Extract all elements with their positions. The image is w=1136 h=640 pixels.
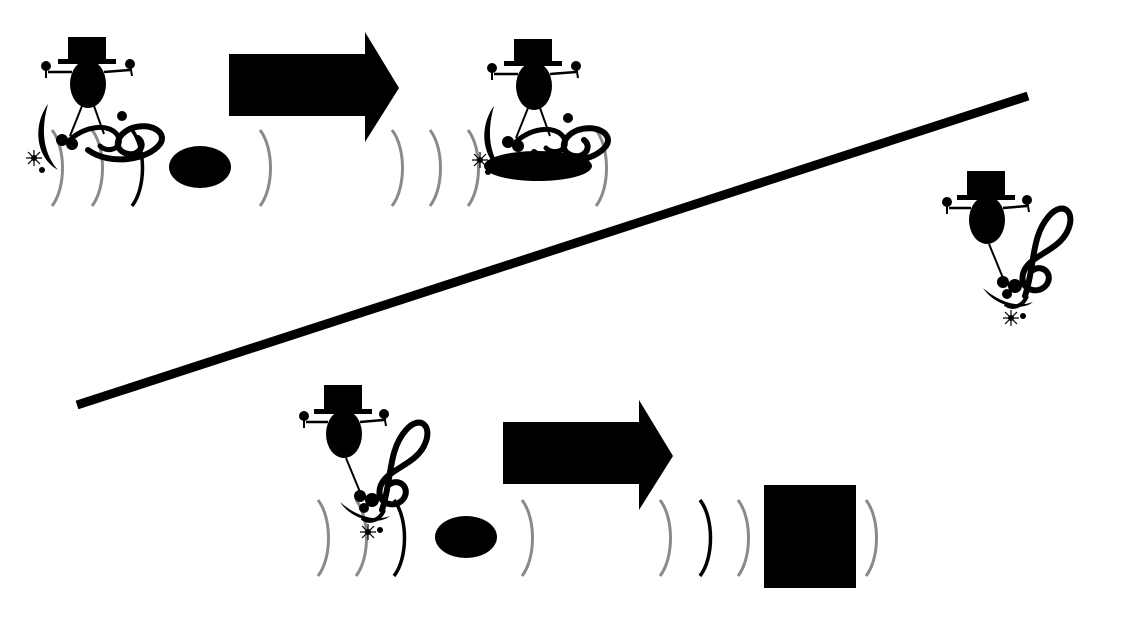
top-panel bbox=[26, 32, 608, 208]
ellipse-object bbox=[435, 516, 497, 558]
music-figure-extra bbox=[942, 171, 1070, 326]
music-figure-before bbox=[299, 385, 427, 540]
diagonal-separator-line bbox=[75, 91, 1030, 410]
music-figure-before bbox=[26, 37, 162, 173]
music-figure-after bbox=[472, 39, 608, 175]
ellipse-object bbox=[169, 146, 231, 188]
bottom-panel bbox=[299, 385, 878, 588]
transition-arrow bbox=[229, 32, 399, 142]
square-object bbox=[764, 485, 856, 588]
transition-arrow bbox=[503, 400, 673, 510]
